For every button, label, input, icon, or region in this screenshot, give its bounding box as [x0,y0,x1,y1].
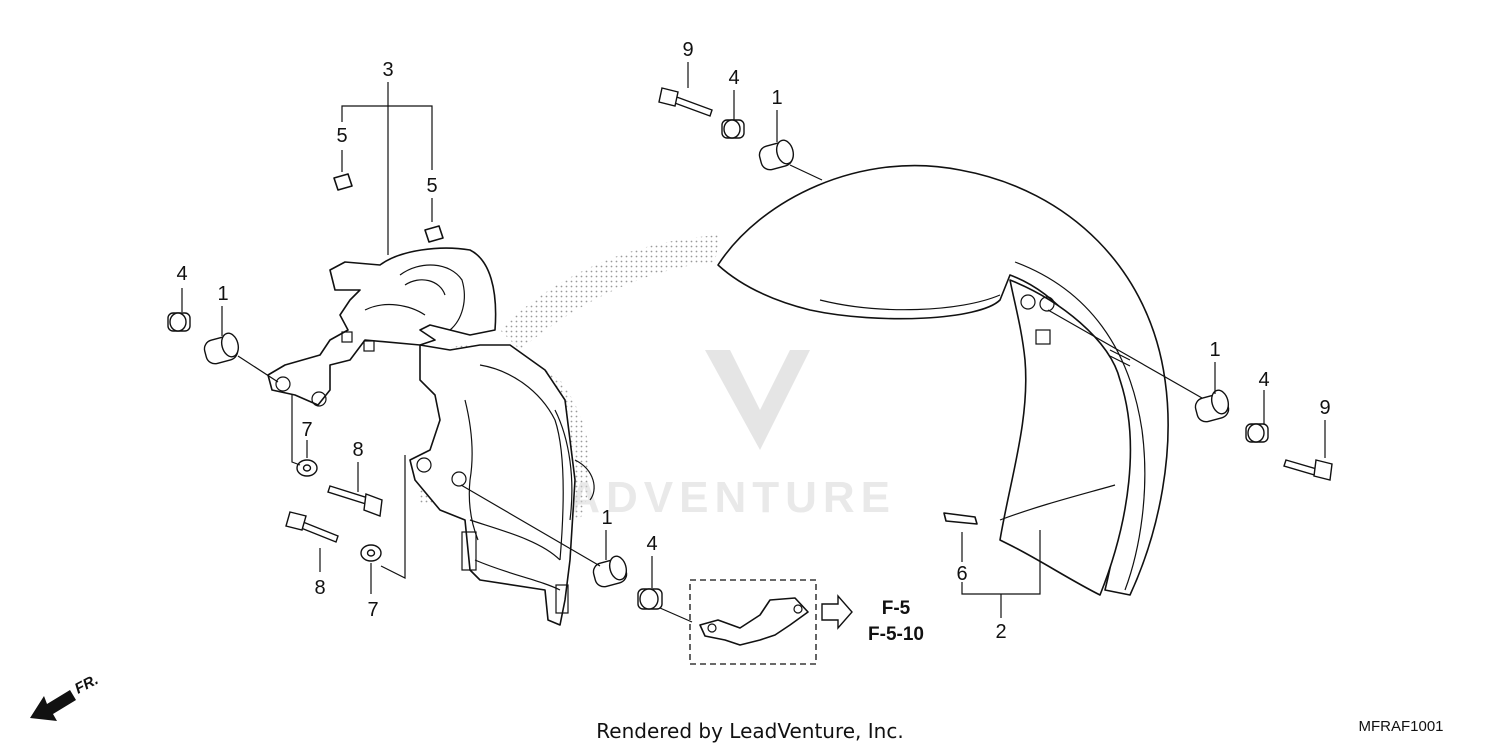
reference-page-detail: F-5-10 [868,624,924,645]
callout-2: 2 [995,621,1006,643]
callout-4: 4 [728,67,739,89]
callout-1: 1 [771,87,782,109]
callout-9: 9 [682,39,693,61]
render-credit: Rendered by LeadVenture, Inc. [596,719,903,743]
diagram-code: MFRAF1001 [1358,718,1443,735]
callout-5: 5 [336,125,347,147]
front-fender [717,164,1169,596]
front-direction-indicator: FR. [30,671,101,721]
label-part-6 [943,512,978,525]
front-label: FR. [72,671,101,697]
callout-4: 4 [176,263,187,285]
callout-3: 3 [382,59,393,81]
callout-labels: 3 5 5 4 1 7 8 8 7 9 4 1 1 4 9 1 4 6 2 [176,39,1330,643]
callout-4: 4 [646,533,657,555]
callout-6: 6 [956,563,967,585]
leader-lines [181,62,1326,623]
mudguard-bracket [267,247,595,626]
callout-1: 1 [601,507,612,529]
callout-8: 8 [314,577,325,599]
callout-5: 5 [426,175,437,197]
callout-1: 1 [217,283,228,305]
callout-7: 7 [367,599,378,621]
stay-bracket [689,579,817,665]
grommet-icon [203,139,1230,588]
front-arrow-icon [30,690,76,721]
callout-9: 9 [1319,397,1330,419]
bolt-icon [285,87,1333,543]
callout-8: 8 [352,439,363,461]
washer-icon [296,459,382,562]
callout-1: 1 [1209,339,1220,361]
callout-7: 7 [301,419,312,441]
collar-icon [167,119,1269,610]
clip-part-5 [333,173,444,243]
callout-4: 4 [1258,369,1269,391]
arrow-icon [821,594,853,630]
reference-page: F-5 [882,598,911,619]
